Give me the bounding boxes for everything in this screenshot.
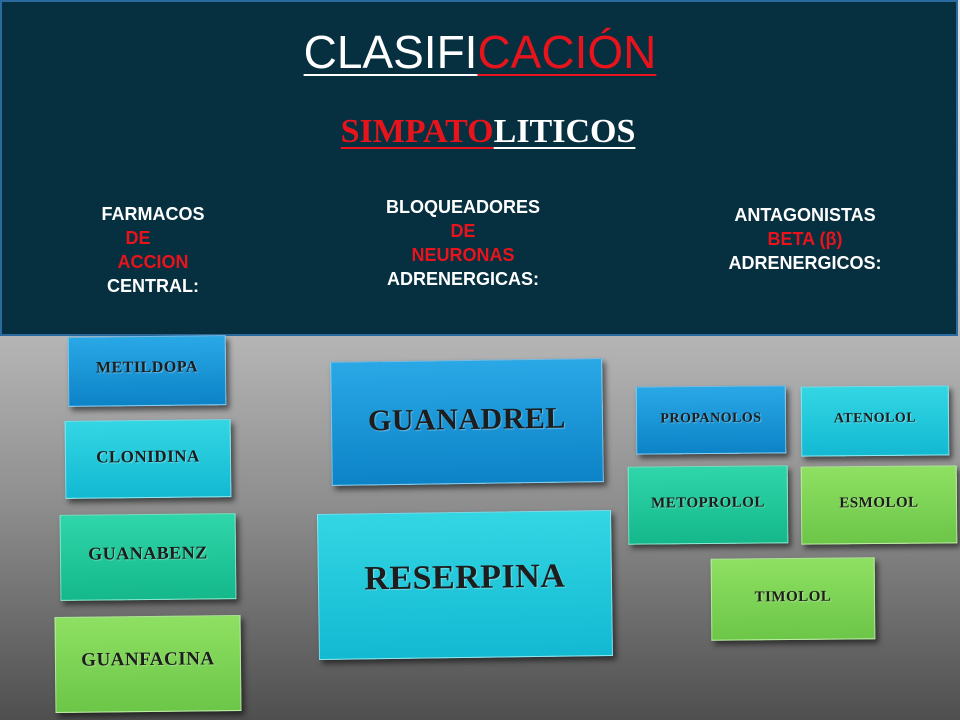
category-line: ADRENERGICAS: <box>386 269 539 289</box>
category-line: CENTRAL: <box>107 276 199 296</box>
drug-box-guanadrel: GUANADREL <box>330 358 604 486</box>
category-line: ANTAGONISTAS <box>734 205 876 225</box>
slide-title: CLASIFICACIÓN <box>303 26 657 78</box>
header-panel <box>0 0 958 336</box>
category-line: NEURONAS <box>411 245 515 265</box>
drug-box-guanfacina: GUANFACINA <box>54 615 242 713</box>
drug-box-reserpina: RESERPINA <box>316 509 614 661</box>
category-central: FARMACOS DE ACCION CENTRAL: <box>68 202 238 298</box>
category-line: BETA (β) <box>767 229 843 249</box>
drug-box-metoprolol: METOPROLOL <box>627 465 789 545</box>
category-line: ACCION <box>117 252 189 272</box>
category-neuronas: BLOQUEADORES DE NEURONAS ADRENERGICAS: <box>353 195 573 291</box>
category-line: BLOQUEADORES <box>385 197 540 217</box>
drug-box-timolol: TIMOLOL <box>710 557 876 641</box>
drug-box-guanabenz: GUANABENZ <box>59 513 237 601</box>
category-beta: ANTAGONISTAS BETA (β) ADRENERGICOS: <box>690 203 920 275</box>
category-line: FARMACOS <box>101 204 205 224</box>
drug-box-atenolol: ATENOLOL <box>800 385 950 457</box>
slide-subtitle: SIMPATOLITICOS <box>340 113 636 150</box>
category-line: DE <box>125 228 151 248</box>
category-line: ADRENERGICOS: <box>728 253 882 273</box>
drug-box-clonidina: CLONIDINA <box>64 419 232 499</box>
drug-box-esmolol: ESMOLOL <box>800 465 958 545</box>
category-line: DE <box>450 221 476 241</box>
drug-box-propanolos: PROPANOLOS <box>635 385 787 455</box>
drug-box-metildopa: METILDOPA <box>67 335 227 407</box>
